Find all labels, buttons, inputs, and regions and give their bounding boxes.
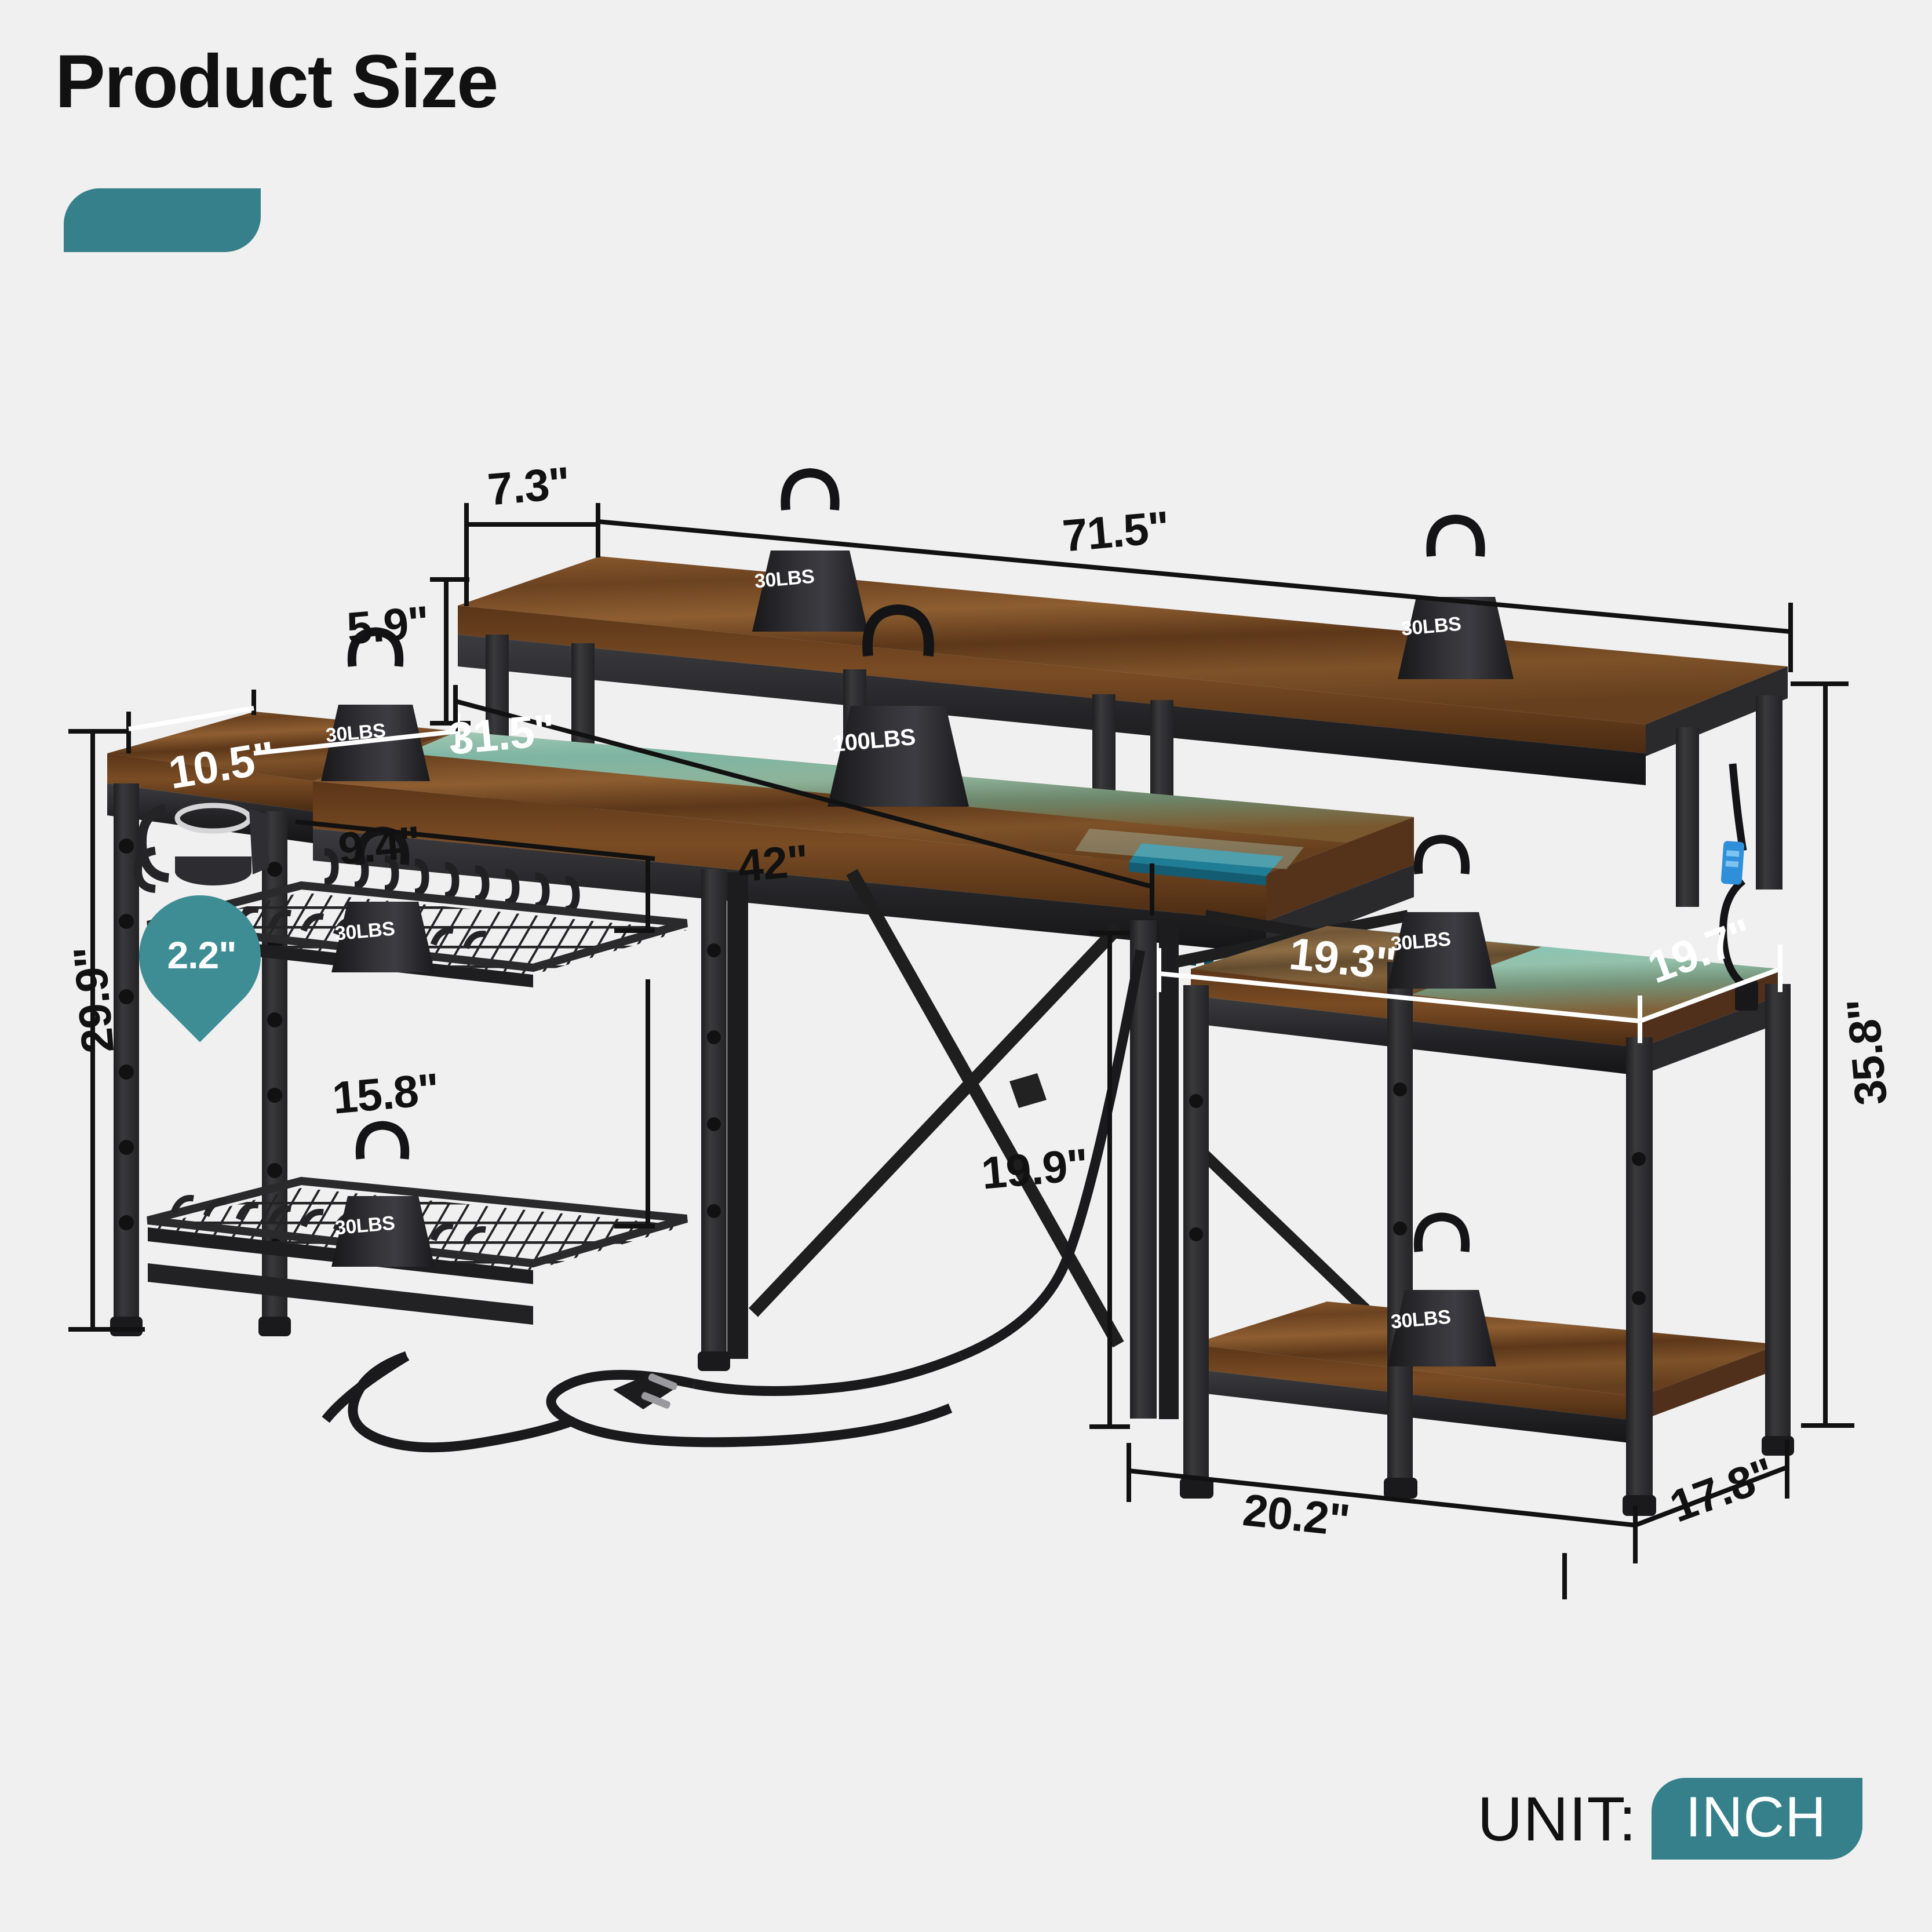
dim-lower-mesh-gap: 15.8" bbox=[330, 1063, 441, 1124]
weight-top-shelf-left bbox=[752, 468, 868, 632]
cup-holder-accessory bbox=[133, 803, 269, 893]
weight-side-shelf bbox=[321, 627, 430, 781]
unit-label: UNIT: bbox=[1477, 1784, 1637, 1854]
unit-value-badge: INCH bbox=[1652, 1778, 1862, 1860]
dim-droplet-thickness: 2.2" bbox=[167, 934, 236, 976]
page-title: Product Size bbox=[55, 39, 498, 123]
dim-right-tower-gap: 19.9" bbox=[979, 1138, 1090, 1199]
unit-legend: UNIT: INCH bbox=[1477, 1778, 1862, 1860]
dim-upper-mesh-gap: 9.4" bbox=[336, 816, 422, 874]
dimension-lines bbox=[68, 503, 1854, 1599]
dim-top-shelf-length: 71.5" bbox=[1060, 501, 1171, 562]
weight-desktop bbox=[828, 604, 969, 807]
dim-base-width: 20.2" bbox=[1240, 1483, 1352, 1546]
usb-plug bbox=[1735, 980, 1758, 1011]
dim-hutch-clearance: 5.9" bbox=[345, 596, 431, 654]
dim-desk-height: 29.9" bbox=[63, 945, 124, 1055]
title-accent-shape bbox=[64, 188, 261, 252]
shelf-hooks bbox=[324, 848, 580, 914]
dim-desk-left-length: 31.5" bbox=[446, 703, 557, 764]
right-tower-legs bbox=[1180, 962, 1794, 1516]
dim-overall-height: 35.8" bbox=[1836, 997, 1897, 1107]
power-cord bbox=[322, 949, 1146, 1453]
dim-right-shelf-width: 19.3" bbox=[1286, 927, 1398, 990]
weight-top-shelf-right bbox=[1398, 514, 1514, 679]
weight-right-lower bbox=[1387, 1212, 1496, 1366]
x-brace bbox=[749, 869, 1124, 1348]
dim-desk-main-length: 42" bbox=[736, 834, 811, 892]
weight-lower-mesh bbox=[331, 1121, 435, 1267]
power-plug bbox=[613, 1372, 677, 1409]
weight-right-upper bbox=[1387, 834, 1496, 989]
dim-top-shelf-depth: 7.3" bbox=[486, 457, 572, 515]
